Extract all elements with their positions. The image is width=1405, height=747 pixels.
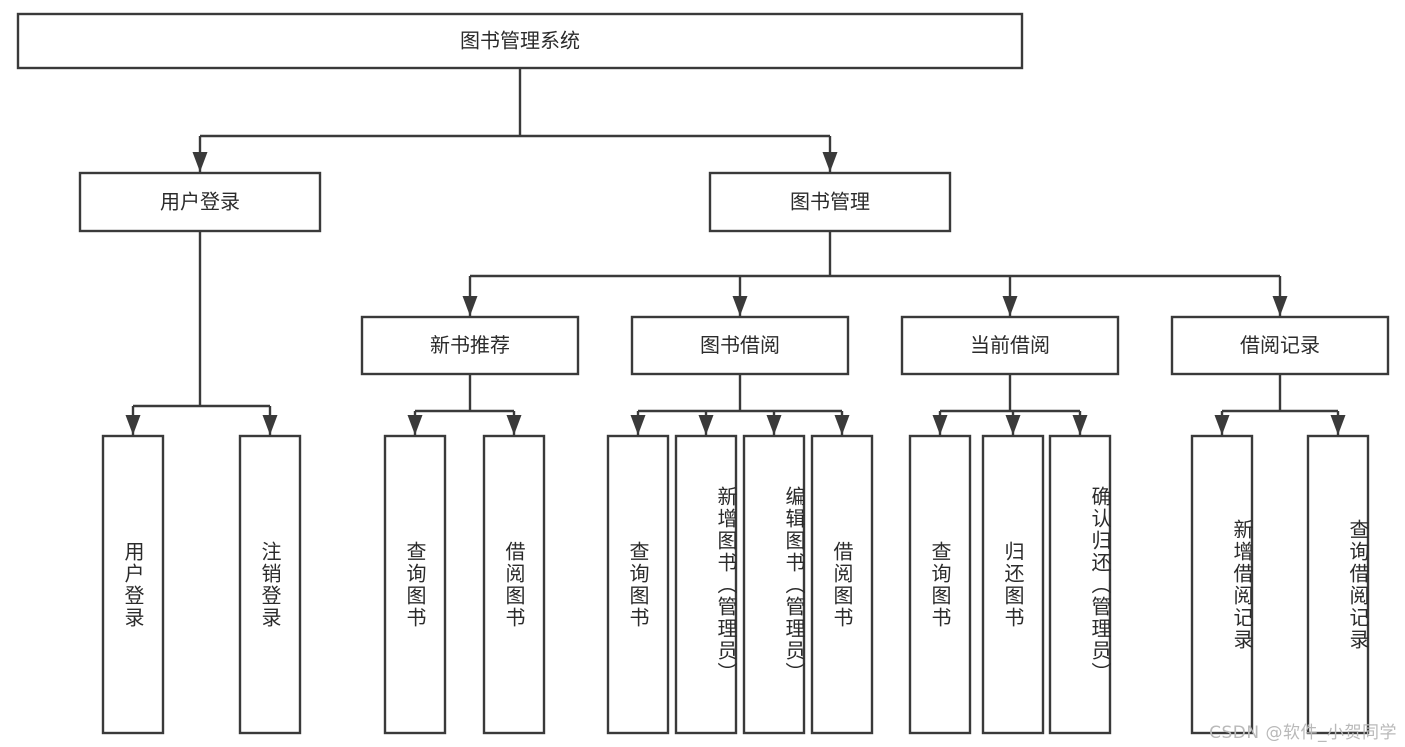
node-box-leaf-query-book-3[interactable]	[908, 434, 972, 735]
node-box-leaf-add-book-admin[interactable]	[674, 434, 738, 735]
node-label-user-login: 用户登录	[160, 190, 240, 214]
node-label-book-manage: 图书管理	[790, 190, 870, 214]
node-box-leaf-logout[interactable]	[238, 434, 302, 735]
arrow-borrow-record-to-leaf-query-borrow-record	[1330, 415, 1346, 435]
node-label-book-borrow: 图书借阅	[700, 333, 780, 357]
box-layer	[16, 12, 1390, 735]
arrow-root-to-book-manage	[822, 152, 838, 172]
node-box-root[interactable]	[16, 12, 1024, 70]
arrow-current-borrow-to-leaf-return-book	[1005, 415, 1021, 435]
node-box-leaf-add-borrow-record[interactable]	[1190, 434, 1254, 735]
arrow-new-book-recommend-to-leaf-query-book-1	[407, 415, 423, 435]
watermark: CSDN @软件_小贺同学	[1209, 723, 1397, 743]
arrow-bookmanage-to-borrow-record	[1272, 296, 1288, 316]
arrow-user-login-to-leaf-logout	[262, 415, 278, 435]
node-box-current-borrow[interactable]	[900, 315, 1120, 376]
node-label-root: 图书管理系统	[460, 29, 580, 53]
node-box-user-login[interactable]	[78, 171, 322, 233]
arrow-user-login-to-leaf-user-login	[125, 415, 141, 435]
node-box-book-manage[interactable]	[708, 171, 952, 233]
arrow-bookmanage-to-current-borrow	[1002, 296, 1018, 316]
node-box-leaf-confirm-return-admin[interactable]	[1048, 434, 1112, 735]
node-box-leaf-borrow-book-2[interactable]	[810, 434, 874, 735]
arrow-borrow-record-to-leaf-add-borrow-record	[1214, 415, 1230, 435]
node-box-leaf-query-book-1[interactable]	[383, 434, 447, 735]
node-box-leaf-user-login[interactable]	[101, 434, 165, 735]
node-box-new-book-recommend[interactable]	[360, 315, 580, 376]
arrow-bookmanage-to-book-borrow	[732, 296, 748, 316]
arrow-root-to-user-login	[192, 152, 208, 172]
arrow-book-borrow-to-leaf-edit-book-admin	[766, 415, 782, 435]
node-box-borrow-record[interactable]	[1170, 315, 1390, 376]
node-label-current-borrow: 当前借阅	[970, 333, 1050, 357]
arrow-current-borrow-to-leaf-query-book-3	[932, 415, 948, 435]
connector-layer	[125, 68, 1346, 435]
arrow-book-borrow-to-leaf-add-book-admin	[698, 415, 714, 435]
node-label-borrow-record: 借阅记录	[1240, 333, 1320, 357]
node-box-book-borrow[interactable]	[630, 315, 850, 376]
node-label-new-book-recommend: 新书推荐	[430, 333, 510, 357]
arrow-new-book-recommend-to-leaf-borrow-book-1	[506, 415, 522, 435]
node-box-leaf-query-book-2[interactable]	[606, 434, 670, 735]
arrow-bookmanage-to-new-book-recommend	[462, 296, 478, 316]
arrow-book-borrow-to-leaf-query-book-2	[630, 415, 646, 435]
node-box-leaf-return-book[interactable]	[981, 434, 1045, 735]
node-box-leaf-query-borrow-record[interactable]	[1306, 434, 1370, 735]
node-box-leaf-borrow-book-1[interactable]	[482, 434, 546, 735]
arrow-current-borrow-to-leaf-confirm-return-admin	[1072, 415, 1088, 435]
arrow-book-borrow-to-leaf-borrow-book-2	[834, 415, 850, 435]
node-box-leaf-edit-book-admin[interactable]	[742, 434, 806, 735]
